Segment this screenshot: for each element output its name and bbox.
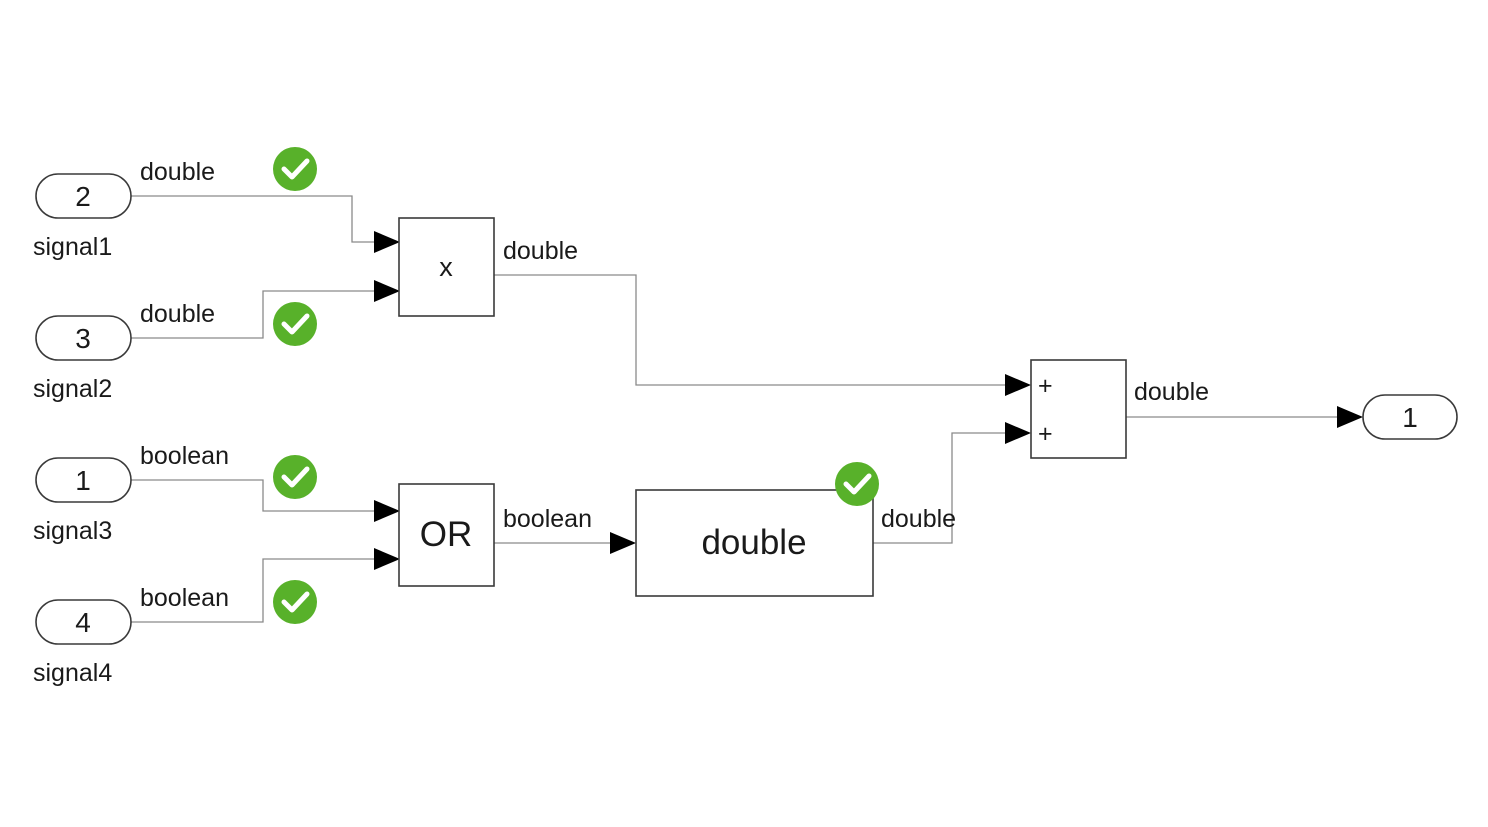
wire-signal3[interactable]: [131, 479, 377, 512]
signal-type-label: double: [140, 158, 215, 186]
inport-signal2[interactable]: 3 signal2: [33, 315, 132, 403]
signal-type-label: double: [503, 237, 578, 265]
arrow-conversion-in: [610, 532, 636, 554]
signal-type-label: boolean: [140, 442, 229, 470]
logical-or-block[interactable]: OR: [398, 483, 495, 587]
wire-signal1[interactable]: [131, 195, 377, 243]
arrow-product-in1: [374, 231, 400, 253]
arrow-sum-in1: [1005, 374, 1031, 396]
data-type-conversion-block[interactable]: double: [635, 489, 874, 597]
inport-name: signal1: [33, 233, 112, 261]
inport-number: 3: [75, 323, 91, 354]
product-block-label: x: [439, 252, 453, 282]
wire-conversion-out[interactable]: [873, 432, 1008, 544]
arrow-outport-in: [1337, 406, 1363, 428]
conversion-block-label: double: [701, 523, 806, 562]
wire-signal2[interactable]: [131, 290, 377, 339]
product-block[interactable]: x: [398, 217, 495, 317]
signal-type-label: double: [881, 505, 956, 533]
sum-sign-1: +: [1038, 372, 1053, 400]
sum-sign-2: +: [1038, 420, 1053, 448]
wire-signal4[interactable]: [131, 558, 377, 623]
signal-type-label: boolean: [503, 505, 592, 533]
signal-type-label: double: [140, 300, 215, 328]
inport-number: 1: [75, 465, 91, 496]
arrow-or-in1: [374, 500, 400, 522]
inport-name: signal2: [33, 375, 112, 403]
signal-type-label: double: [1134, 378, 1209, 406]
check-icon[interactable]: [273, 147, 317, 191]
check-icon[interactable]: [273, 302, 317, 346]
check-icon[interactable]: [273, 455, 317, 499]
inport-signal1[interactable]: 2 signal1: [33, 173, 132, 261]
arrow-product-in2: [374, 280, 400, 302]
logical-or-label: OR: [420, 515, 473, 554]
arrow-or-in2: [374, 548, 400, 570]
signal-type-label: boolean: [140, 584, 229, 612]
inport-number: 4: [75, 607, 91, 638]
inport-name: signal3: [33, 517, 112, 545]
inport-signal3[interactable]: 1 signal3: [33, 457, 132, 545]
inport-number: 2: [75, 181, 91, 212]
check-icon[interactable]: [273, 580, 317, 624]
arrow-sum-in2: [1005, 422, 1031, 444]
inport-name: signal4: [33, 659, 112, 687]
outport-number: 1: [1402, 402, 1418, 433]
inport-signal4[interactable]: 4 signal4: [33, 599, 132, 687]
check-icon[interactable]: [835, 462, 879, 506]
outport-1[interactable]: 1: [1362, 394, 1458, 440]
sum-block[interactable]: + +: [1030, 359, 1127, 459]
wire-product-out[interactable]: [494, 274, 1008, 386]
